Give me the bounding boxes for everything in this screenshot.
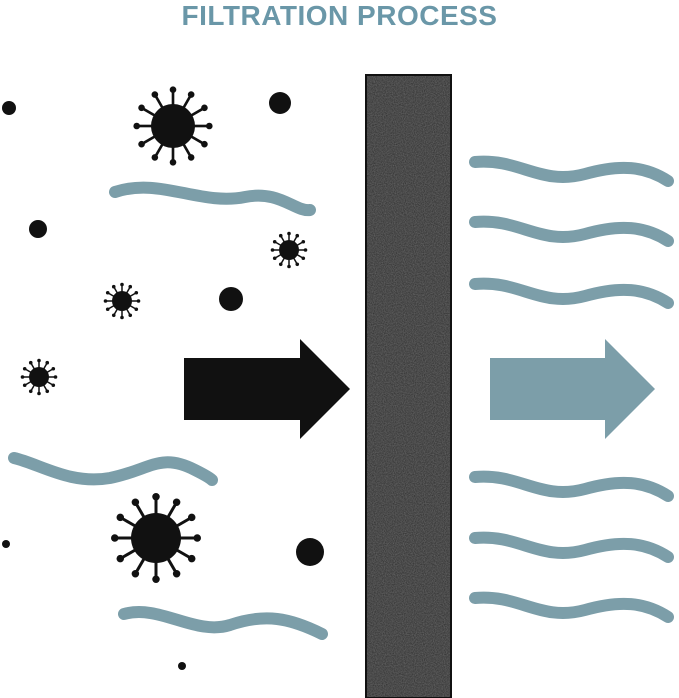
water-wave [469, 591, 674, 623]
contaminant-particles [2, 92, 324, 670]
input-flow-arrow [184, 339, 350, 439]
particle-dot [296, 538, 324, 566]
unfiltered-water [8, 181, 328, 640]
water-wave [8, 452, 218, 486]
diagram-title: FILTRATION PROCESS [181, 0, 498, 31]
particle-dot [269, 92, 291, 114]
particle-dot [2, 101, 16, 115]
particle-dot [29, 220, 47, 238]
water-wave [118, 606, 328, 640]
virus-icon [270, 231, 308, 269]
water-wave [469, 215, 674, 247]
water-wave [109, 181, 316, 217]
virus-icon [111, 493, 201, 583]
virus-icon [20, 358, 58, 396]
water-wave [469, 277, 674, 309]
contaminant-viruses [20, 86, 308, 583]
virus-icon [103, 282, 141, 320]
water-wave [469, 155, 674, 187]
output-flow-arrow [490, 339, 655, 439]
filtered-water [469, 155, 674, 623]
filter-medium [365, 74, 452, 698]
water-wave [469, 531, 674, 563]
water-wave [469, 470, 674, 502]
particle-dot [2, 540, 10, 548]
particle-dot [178, 662, 186, 670]
particle-dot [219, 287, 243, 311]
virus-icon [133, 86, 213, 166]
